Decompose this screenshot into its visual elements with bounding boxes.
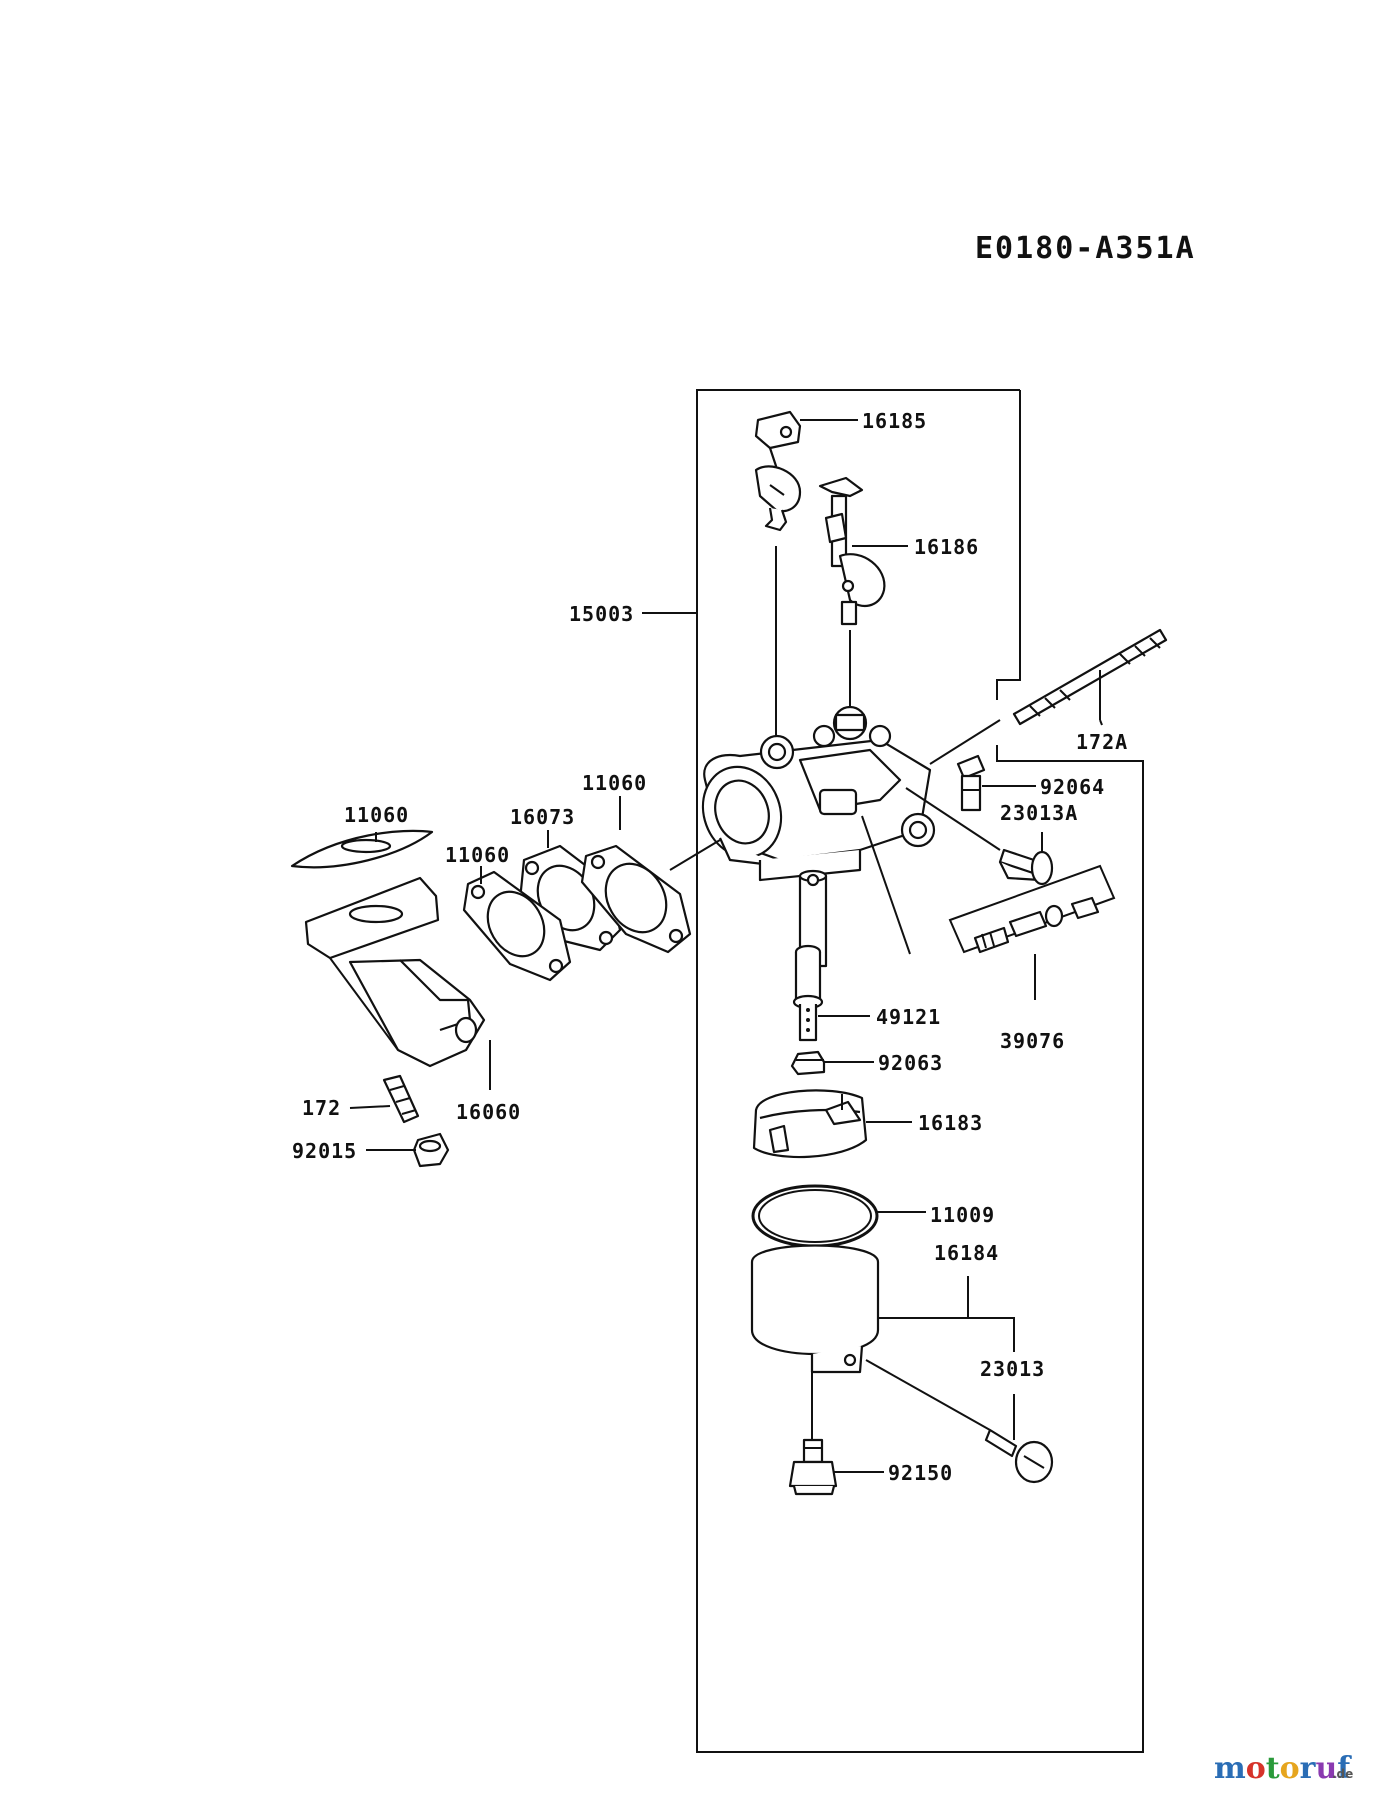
wm-letter: t [1266,1751,1280,1786]
label-92063: 92063 [878,1051,943,1075]
part-15003-carburetor-body [669,546,1001,968]
part-16186-throttle-shaft [818,476,908,626]
part-11060-gasket-c [580,796,692,954]
part-23013A-idle-screw [998,832,1054,886]
label-16073: 16073 [510,805,575,829]
part-16184-float-bowl [750,1244,1015,1440]
part-16060-intake-manifold [304,876,491,1090]
part-39076-screw-spring-kit [948,864,1116,1000]
part-92063-main-jet [790,1050,874,1076]
watermark-suffix: .de [1332,1767,1353,1781]
part-11009-o-ring [751,1184,926,1248]
wm-letter: f [1337,1751,1352,1786]
label-172: 172 [302,1096,341,1120]
wm-letter: m [1214,1751,1246,1786]
label-11060-a: 11060 [344,803,409,827]
label-16060: 16060 [456,1100,521,1124]
part-16183-float [752,1089,912,1159]
assembly-bracket [642,389,1144,1753]
diagram-code: E0180-A351A [975,231,1196,266]
label-92150: 92150 [888,1461,953,1485]
label-11060-b: 11060 [445,843,510,867]
label-11060-c: 11060 [582,771,647,795]
label-49121: 49121 [876,1005,941,1029]
part-23013-drain-screw [984,1394,1054,1484]
label-16186: 16186 [914,535,979,559]
watermark-brand: motoruf [1214,1751,1352,1786]
part-92015-nut [366,1132,450,1168]
part-49121-main-nozzle [792,944,870,1042]
label-39076: 39076 [1000,1029,1065,1053]
part-labels: 16185 16186 15003 172A 92064 23013A 1106… [292,409,1128,1485]
label-16184: 16184 [934,1241,999,1265]
label-11009: 11009 [930,1203,995,1227]
label-172A: 172A [1076,730,1128,754]
label-23013A: 23013A [1000,801,1078,825]
part-172A-stud [1012,628,1168,726]
part-11060-gasket-a [290,829,434,869]
part-11060-gasket-b [462,866,572,982]
part-172-stud [349,1074,420,1124]
label-16185: 16185 [862,409,927,433]
part-92150-bowl-bolt [788,1438,884,1496]
wm-letter: o [1280,1751,1300,1786]
wm-letter: r [1300,1751,1317,1786]
label-92015: 92015 [292,1139,357,1163]
watermark-logo: motoruf .de [1214,1751,1353,1786]
label-23013: 23013 [980,1357,1045,1381]
wm-letter: u [1315,1751,1337,1786]
wm-letter: o [1246,1751,1266,1786]
part-16185-choke-lever [754,410,858,532]
part-92064-pilot-screw [956,754,1036,812]
label-16183: 16183 [918,1111,983,1135]
label-15003: 15003 [569,602,634,626]
label-92064: 92064 [1040,775,1105,799]
